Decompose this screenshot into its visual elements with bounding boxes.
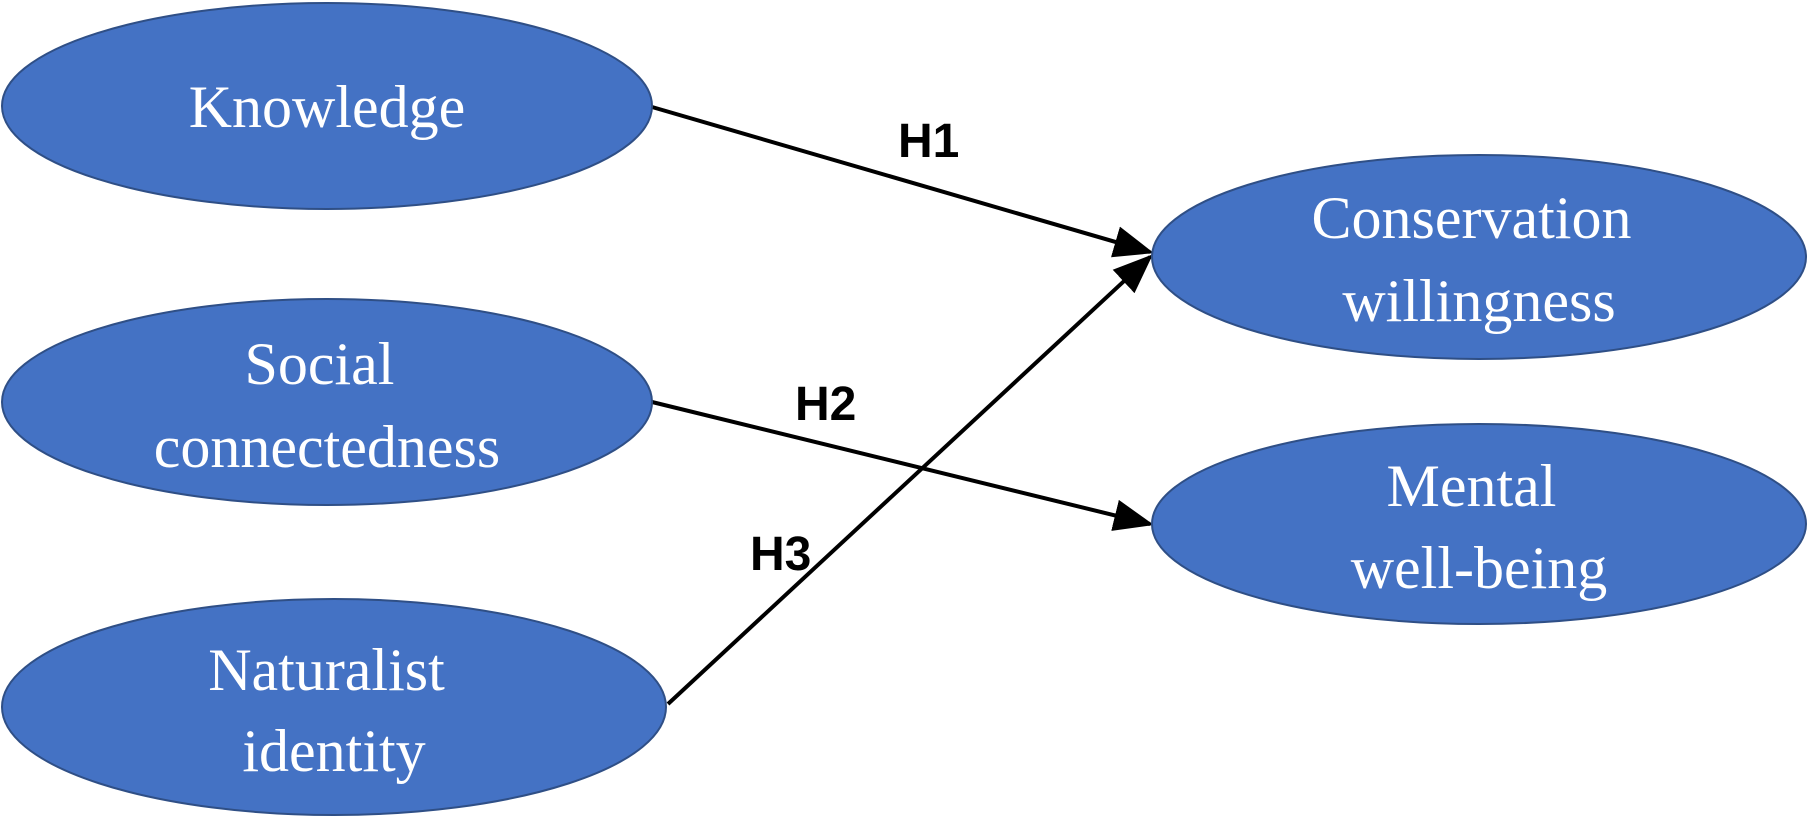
node-knowledge-label: Knowledge (189, 74, 466, 140)
node-knowledge: Knowledge (1, 2, 653, 210)
node-conservation-willingness-ellipse (1151, 154, 1807, 360)
node-naturalist-identity: Naturalist identity (1, 598, 667, 816)
edge-h2: H2 (651, 378, 1154, 531)
node-social-connectedness-ellipse (1, 298, 653, 506)
node-mental-well-being: Mental well-being (1151, 423, 1807, 625)
edge-label-h1: H1 (898, 115, 959, 168)
edge-h1: H1 (651, 105, 1154, 258)
node-social-connectedness: Social connectedness (1, 298, 653, 506)
node-conservation-willingness: Conservation willingness (1151, 154, 1807, 360)
node-social-connectedness-label: Social connectedness (154, 331, 501, 480)
arrow-h2 (651, 400, 1154, 531)
edge-label-h2: H2 (795, 378, 856, 431)
edge-label-h3: H3 (750, 528, 811, 581)
arrow-h1 (651, 105, 1154, 258)
node-conservation-willingness-label: Conservation willingness (1312, 185, 1647, 334)
node-naturalist-identity-ellipse (1, 598, 667, 816)
arrow-h3 (666, 254, 1153, 706)
node-naturalist-identity-label: Naturalist identity (208, 637, 460, 784)
edge-h3: H3 (666, 254, 1153, 706)
node-mental-well-being-ellipse (1151, 423, 1807, 625)
node-mental-well-being-label: Mental well-being (1351, 453, 1608, 601)
node-knowledge-ellipse (1, 2, 653, 210)
